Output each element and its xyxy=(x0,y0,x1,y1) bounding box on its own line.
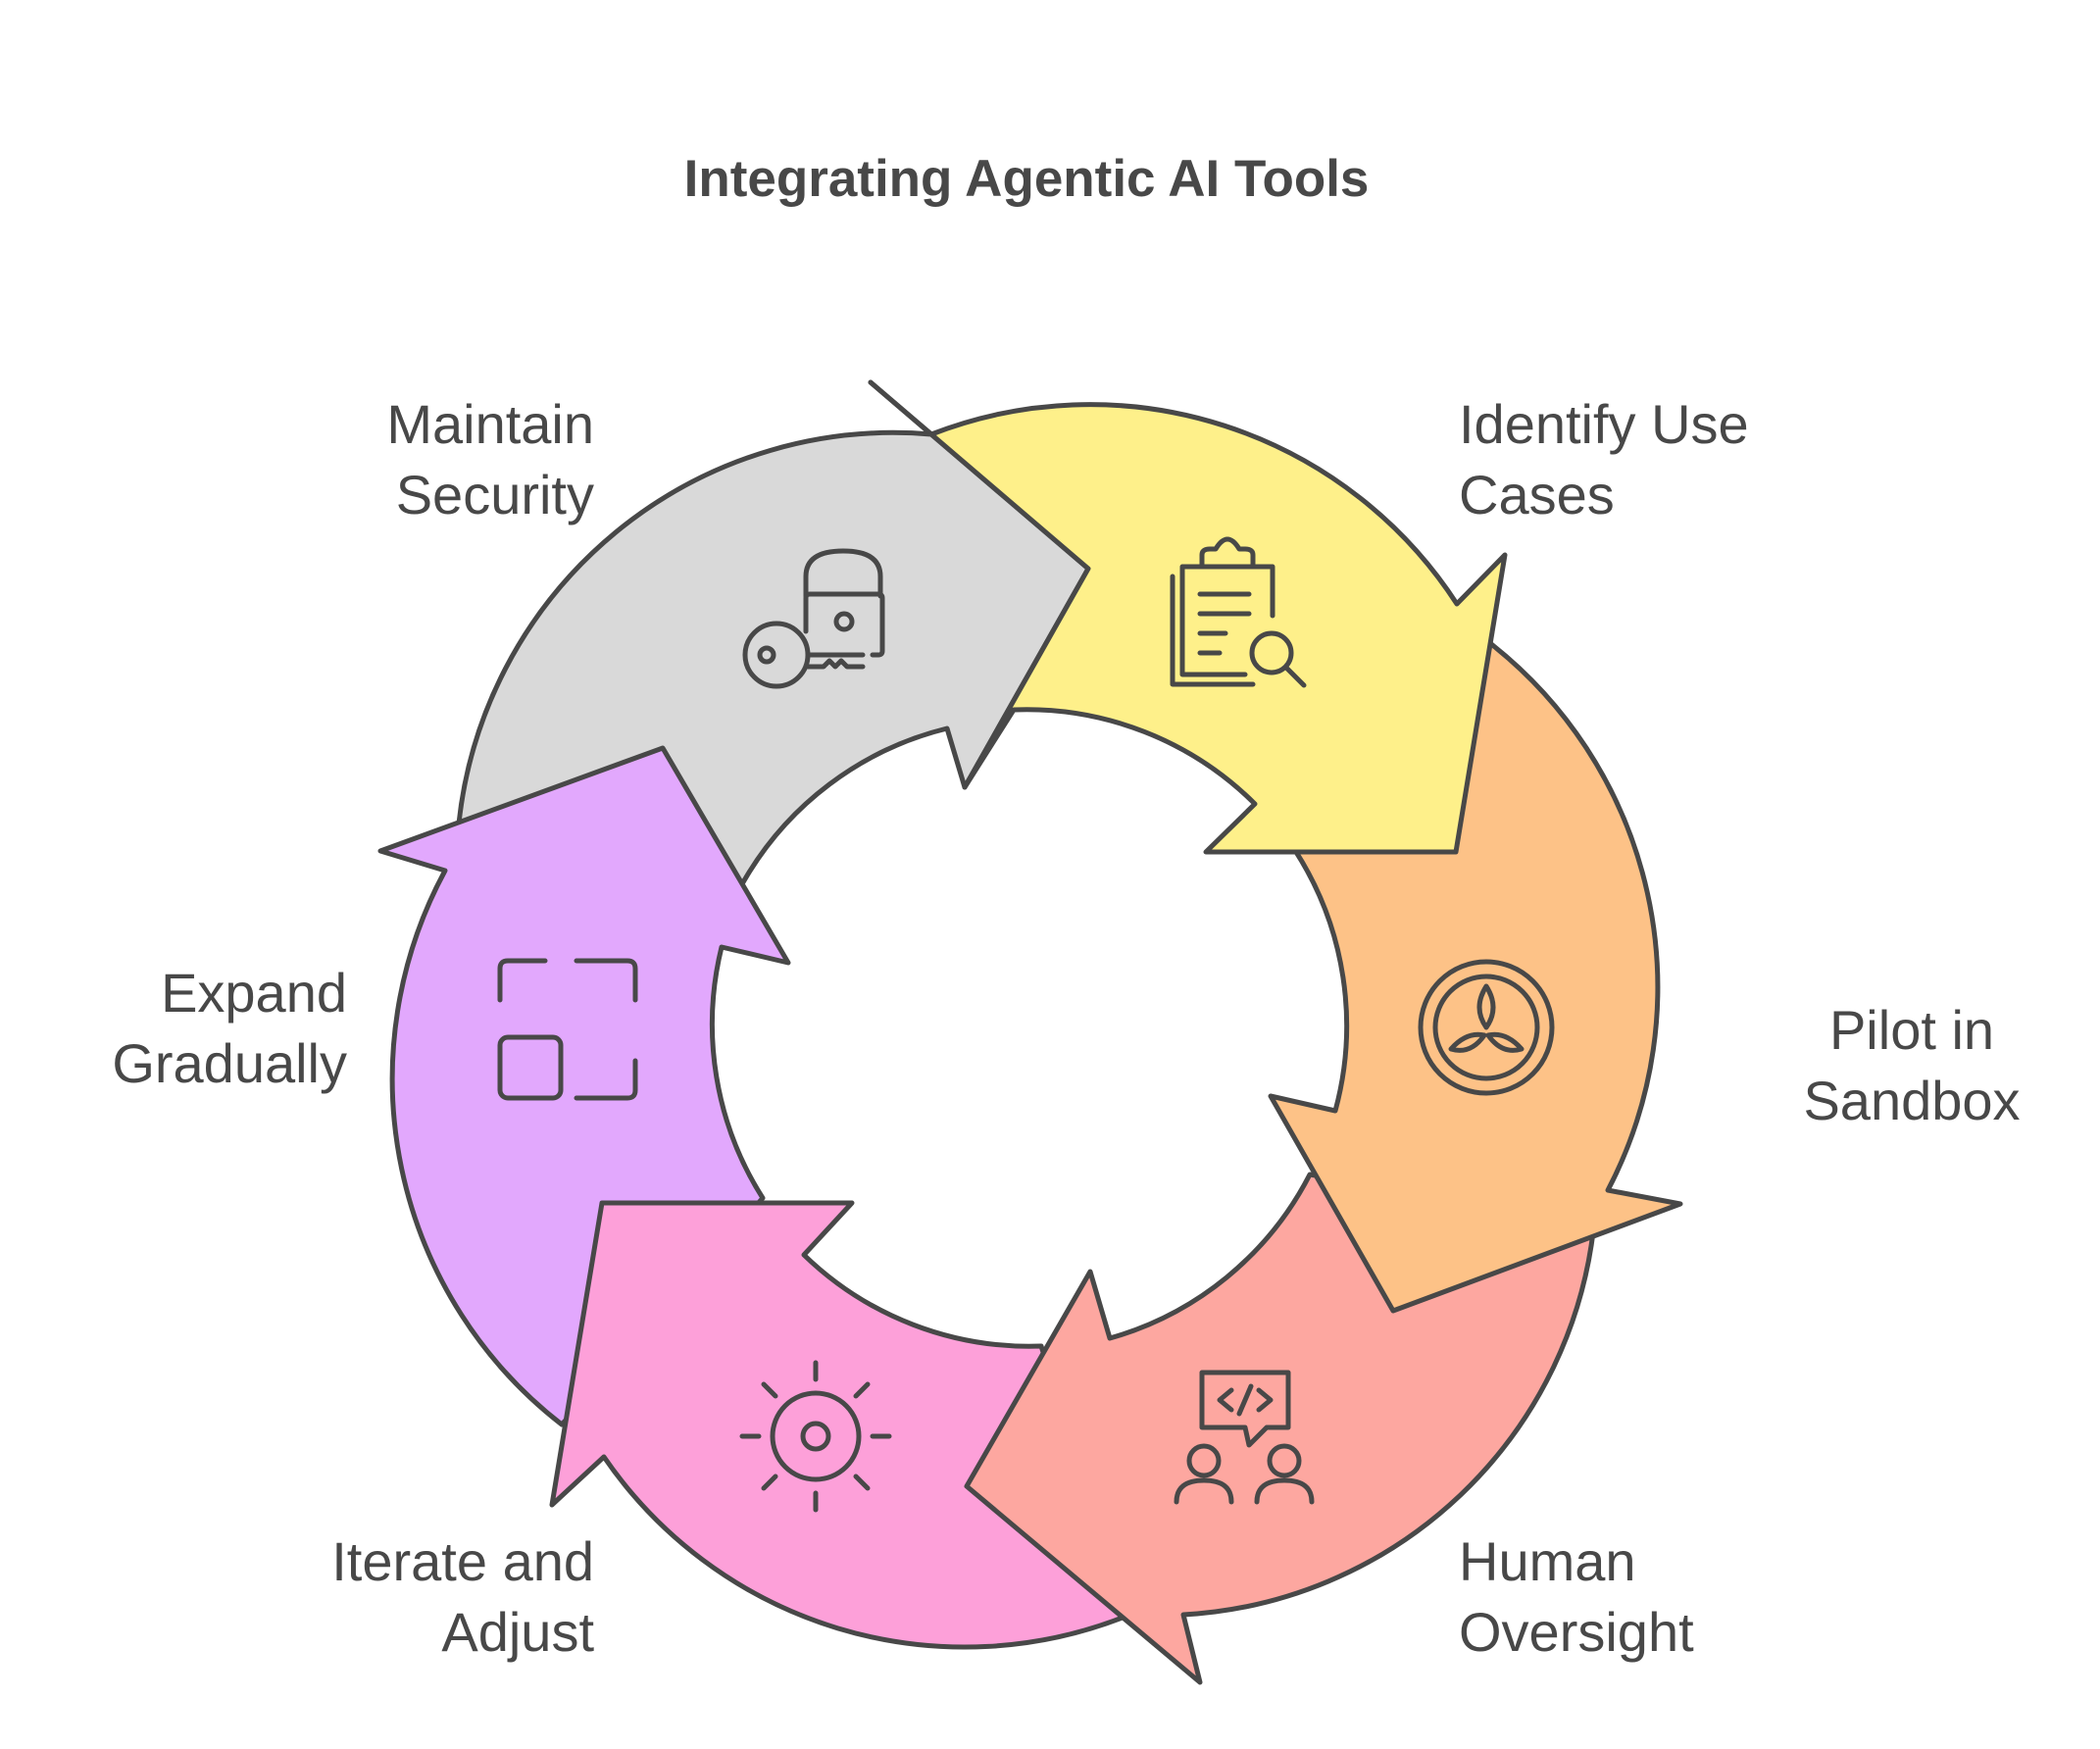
segment-iterate-and-adjust xyxy=(549,1200,1130,1650)
label-iterate-and-adjust: Iterate and Adjust xyxy=(331,1530,594,1663)
label-identify-use-cases: Identify Use Cases xyxy=(1459,393,1749,525)
label-maintain-security: Maintain Security xyxy=(386,393,594,525)
label-human-oversight: Human Oversight xyxy=(1459,1530,1694,1663)
diagram-title: Integrating Agentic AI Tools xyxy=(684,150,1370,208)
segment-identify-use-cases xyxy=(868,379,1508,855)
segment-maintain-security xyxy=(456,379,1091,885)
label-line: Cases xyxy=(1459,464,1615,525)
label-pilot-in-sandbox: Pilot in Sandbox xyxy=(1803,999,2020,1131)
label-line: Iterate and xyxy=(331,1530,594,1592)
code-review-people-icon xyxy=(1174,1370,1315,1505)
label-expand-gradually: Expand Gradually xyxy=(112,962,347,1094)
clipboard-search-icon xyxy=(1170,536,1307,688)
sandbox-icon xyxy=(1418,959,1555,1096)
key-lock-icon xyxy=(742,548,885,689)
expand-icon xyxy=(497,958,638,1101)
label-line: Oversight xyxy=(1459,1601,1694,1663)
label-line: Identify Use xyxy=(1459,393,1749,455)
label-line: Expand xyxy=(161,962,347,1024)
label-line: Human xyxy=(1459,1530,1636,1592)
label-line: Adjust xyxy=(441,1601,594,1663)
label-line: Maintain xyxy=(386,393,594,455)
label-line: Pilot in xyxy=(1829,999,1994,1061)
label-line: Security xyxy=(396,464,594,525)
label-line: Sandbox xyxy=(1803,1070,2020,1131)
gear-icon xyxy=(739,1360,892,1513)
label-line: Gradually xyxy=(112,1032,347,1094)
